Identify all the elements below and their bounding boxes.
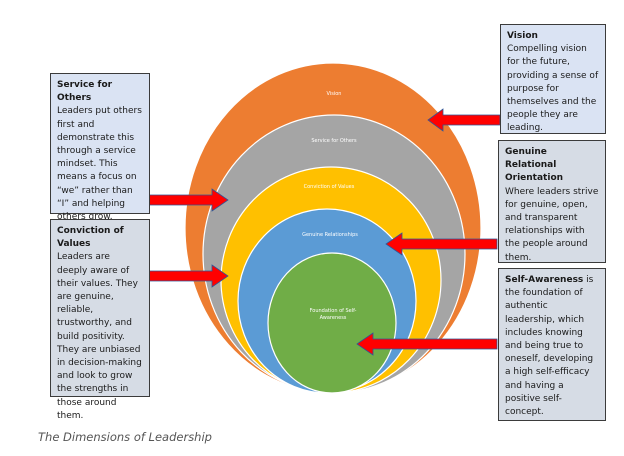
ring-label-relationships: Genuine Relationships [302,232,358,238]
ring-label-vision: Vision [327,91,342,97]
box-genuine-relational-orientation: Genuine Relational Orientation Where lea… [498,140,606,263]
box-relational-title: Genuine Relational Orientation [505,147,564,184]
ring-self-awareness [267,252,397,394]
box-vision-body: Compelling vision for the future, provid… [507,44,599,134]
ring-label-service: Service for Others [311,138,357,144]
arrow-vision [427,108,501,132]
box-self-awareness-body: is the foundation of authentic leadershi… [505,275,594,418]
box-conviction-title: Conviction of Values [57,226,124,250]
box-self-awareness-text: Self-Awareness is the foundation of auth… [505,274,599,419]
arrow-service [148,188,229,212]
box-vision-title: Vision [507,31,538,41]
box-service-body: Leaders put others first and demonstrate… [57,106,142,223]
arrow-self-awareness [356,332,498,356]
ring-label-self-awareness-1: Foundation of Self- [310,308,357,314]
figure-caption: The Dimensions of Leadership [38,430,212,444]
box-self-awareness: Self-Awareness is the foundation of auth… [498,268,606,421]
box-conviction-of-values: Conviction of Values Leaders are deeply … [50,219,150,421]
arrow-conviction [148,264,229,288]
box-conviction-body: Leaders are deeply aware of their values… [57,252,142,421]
box-relational-body: Where leaders strive for genuine, open, … [505,186,599,263]
ring-label-conviction: Conviction of Values [304,184,355,190]
box-vision: Vision Compelling vision for the future,… [500,24,606,134]
box-self-awareness-title: Self-Awareness [505,275,584,285]
arrow-relational [385,232,498,256]
box-service-for-others: Service for Others Leaders put others fi… [50,73,150,222]
box-service-title: Service for Others [57,80,113,104]
ring-label-self-awareness-2: Awareness [320,315,347,321]
